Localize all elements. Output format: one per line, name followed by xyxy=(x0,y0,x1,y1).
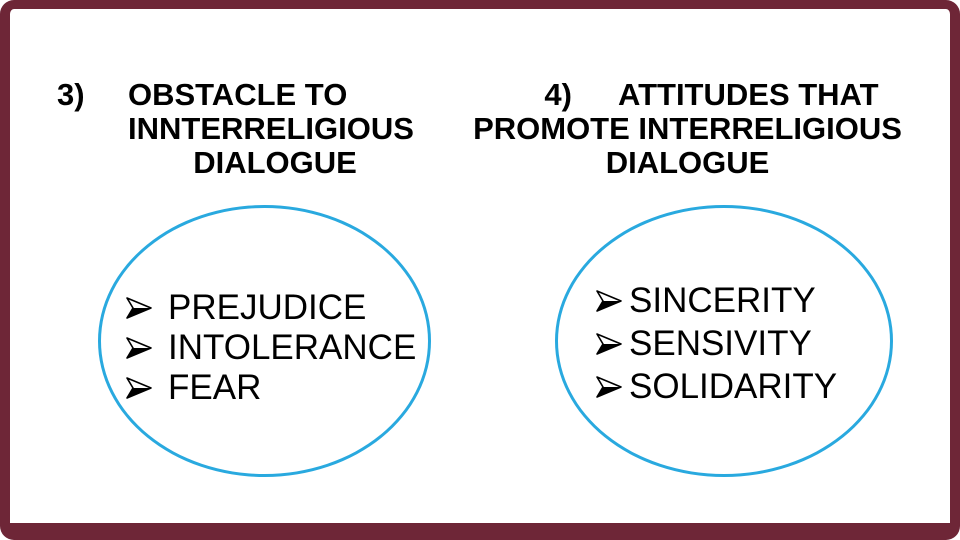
arrowhead-bullet-icon xyxy=(126,297,152,319)
arrowhead-bullet-icon xyxy=(126,337,152,359)
arrowhead-bullet-icon xyxy=(596,332,622,355)
list-item: SINCERITY xyxy=(596,279,837,322)
right-bullet-list: SINCERITY SENSIVITY SOLIDARITY xyxy=(596,279,837,408)
bullet-label: FEAR xyxy=(168,368,262,407)
bullet-label: SENSIVITY xyxy=(629,323,812,363)
right-title-line-1: 4) ATTITUDES THAT xyxy=(465,78,910,112)
bullet-label: INTOLERANCE xyxy=(168,328,417,367)
right-section-title: 4)ATTITUDES THAT PROMOTE INTERRELIGIOUS … xyxy=(465,78,910,180)
bullet-label: SINCERITY xyxy=(629,280,816,320)
list-item: SENSIVITY xyxy=(596,322,837,365)
arrowhead-bullet-icon xyxy=(596,375,622,398)
left-section-title: OBSTACLE TO INNTERRELIGIOUS DIALOGUE xyxy=(128,78,422,180)
left-title-line-1: OBSTACLE TO xyxy=(128,77,348,112)
bullet-label: SOLIDARITY xyxy=(629,366,838,406)
list-item: PREJUDICE xyxy=(126,288,416,328)
right-section-number: 4) xyxy=(544,77,572,112)
right-title-line-1-text: ATTITUDES THAT xyxy=(617,77,879,112)
right-title-line-2: PROMOTE INTERRELIGIOUS xyxy=(473,111,902,146)
left-section-number: 3) xyxy=(57,77,85,112)
bullet-label: PREJUDICE xyxy=(168,288,367,327)
right-title-line-3: DIALOGUE xyxy=(605,145,770,180)
left-bullet-list: PREJUDICE INTOLERANCE FEAR xyxy=(126,288,416,408)
left-title-line-3: DIALOGUE xyxy=(193,145,357,180)
list-item: SOLIDARITY xyxy=(596,365,837,408)
right-ellipse-shape xyxy=(555,205,893,477)
arrowhead-bullet-icon xyxy=(126,377,152,399)
list-item: FEAR xyxy=(126,368,416,408)
list-item: INTOLERANCE xyxy=(126,328,416,368)
arrowhead-bullet-icon xyxy=(596,289,622,312)
left-ellipse-shape xyxy=(98,205,431,477)
left-title-line-2: INNTERRELIGIOUS xyxy=(128,111,414,146)
